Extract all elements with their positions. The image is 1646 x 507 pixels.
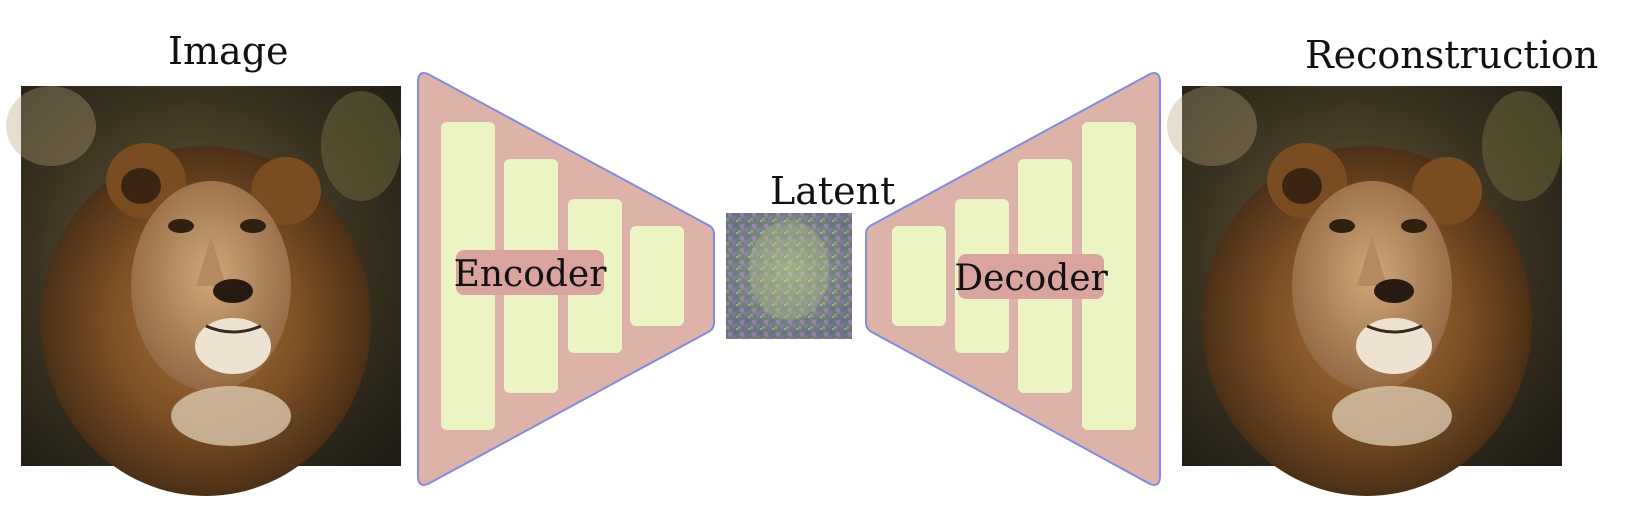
- reconstruction-image: [1165, 84, 1564, 498]
- latent-image: [726, 213, 852, 339]
- encoder-layer-4: [630, 226, 684, 326]
- image-caption: Image: [168, 29, 289, 73]
- reconstruction-caption: Reconstruction: [1305, 33, 1599, 77]
- decoder-label: Decoder: [954, 258, 1108, 299]
- encoder-label-box: [456, 250, 604, 295]
- encoder-label: Encoder: [454, 254, 608, 295]
- input-image: [4, 84, 403, 498]
- latent-caption: Latent: [770, 169, 896, 213]
- encoder-block: Encoder: [417, 72, 715, 486]
- decoder-label-box: [958, 254, 1104, 299]
- decoder-layer-1: [892, 226, 946, 326]
- decoder-block: Decoder: [865, 72, 1161, 486]
- decoder-layer-4: [1082, 122, 1136, 430]
